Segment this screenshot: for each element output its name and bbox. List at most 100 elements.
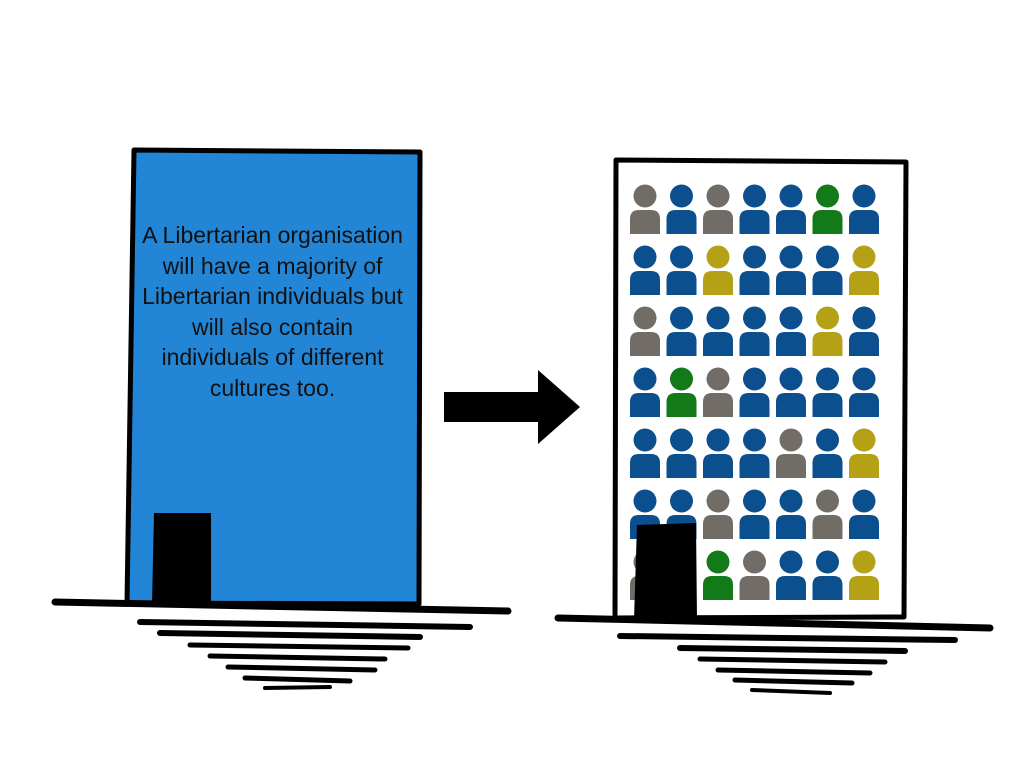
person-grey	[630, 184, 660, 234]
person-body	[630, 332, 660, 356]
person-head	[670, 306, 693, 330]
person-body	[666, 454, 697, 478]
person-body	[812, 576, 843, 600]
person-blue	[739, 428, 770, 478]
person-blue	[776, 550, 806, 600]
person-body	[630, 454, 660, 478]
person-body	[630, 271, 660, 295]
right-ground-scribble	[554, 614, 994, 695]
person-head	[779, 245, 803, 269]
person-body	[776, 576, 806, 600]
person-blue	[776, 306, 806, 356]
person-blue	[739, 489, 770, 539]
person-body	[739, 332, 770, 356]
person-head	[706, 428, 730, 452]
person-blue	[812, 367, 843, 417]
person-head	[743, 184, 766, 208]
person-head	[852, 245, 876, 269]
person-blue	[739, 367, 770, 417]
person-head	[852, 367, 876, 391]
person-blue	[703, 428, 733, 478]
person-body	[703, 210, 733, 234]
person-body	[776, 515, 806, 539]
person-blue	[776, 245, 806, 295]
person-body	[703, 576, 733, 600]
person-body	[849, 576, 879, 600]
person-body	[666, 332, 697, 356]
person-blue	[703, 306, 733, 356]
person-body	[739, 576, 770, 600]
person-yellow	[849, 550, 879, 600]
person-blue	[812, 550, 843, 600]
person-body	[776, 393, 806, 417]
diagram-caption: A Libertarian organisation will have a m…	[142, 222, 403, 401]
person-head	[743, 550, 766, 574]
person-head	[670, 184, 693, 208]
person-yellow	[812, 306, 843, 356]
person-head	[779, 489, 803, 513]
person-head	[816, 550, 839, 574]
person-head	[743, 428, 766, 452]
person-green	[666, 367, 697, 417]
person-yellow	[849, 245, 879, 295]
right-building-door	[634, 523, 697, 620]
person-body	[812, 393, 843, 417]
person-blue	[739, 306, 770, 356]
person-blue	[812, 428, 843, 478]
person-body	[630, 210, 660, 234]
person-blue	[666, 306, 697, 356]
person-head	[633, 489, 657, 513]
right-building	[612, 157, 909, 621]
person-blue	[849, 489, 879, 539]
person-grey	[812, 489, 843, 539]
person-blue	[630, 367, 660, 417]
person-head	[816, 428, 839, 452]
person-head	[779, 306, 803, 330]
person-blue	[630, 245, 660, 295]
person-body	[812, 454, 843, 478]
person-body	[776, 454, 806, 478]
person-body	[849, 332, 879, 356]
person-head	[816, 367, 839, 391]
person-head	[852, 306, 876, 330]
person-body	[703, 515, 733, 539]
person-body	[703, 271, 733, 295]
person-green	[812, 184, 843, 234]
person-head	[633, 428, 657, 452]
person-body	[739, 210, 770, 234]
person-head	[706, 245, 730, 269]
person-body	[666, 210, 697, 234]
person-head	[779, 550, 803, 574]
person-head	[779, 428, 803, 452]
person-blue	[849, 184, 879, 234]
person-head	[670, 245, 693, 269]
person-head	[706, 367, 730, 391]
person-body	[666, 393, 697, 417]
left-building	[124, 147, 423, 607]
person-body	[812, 271, 843, 295]
person-blue	[776, 367, 806, 417]
person-head	[743, 245, 766, 269]
person-blue	[776, 489, 806, 539]
person-head	[816, 489, 839, 513]
person-head	[743, 489, 766, 513]
person-head	[670, 489, 693, 513]
person-head	[779, 367, 803, 391]
left-building-body	[124, 147, 423, 607]
person-head	[852, 184, 876, 208]
person-blue	[666, 428, 697, 478]
person-blue	[630, 428, 660, 478]
person-body	[849, 210, 879, 234]
person-body	[849, 515, 879, 539]
person-head	[633, 306, 657, 330]
person-yellow	[703, 245, 733, 295]
person-body	[812, 515, 843, 539]
transform-arrow	[444, 370, 580, 444]
person-blue	[666, 184, 697, 234]
person-body	[812, 210, 843, 234]
left-building-door	[152, 513, 211, 604]
person-head	[706, 184, 730, 208]
person-blue	[849, 306, 879, 356]
person-body	[630, 393, 660, 417]
